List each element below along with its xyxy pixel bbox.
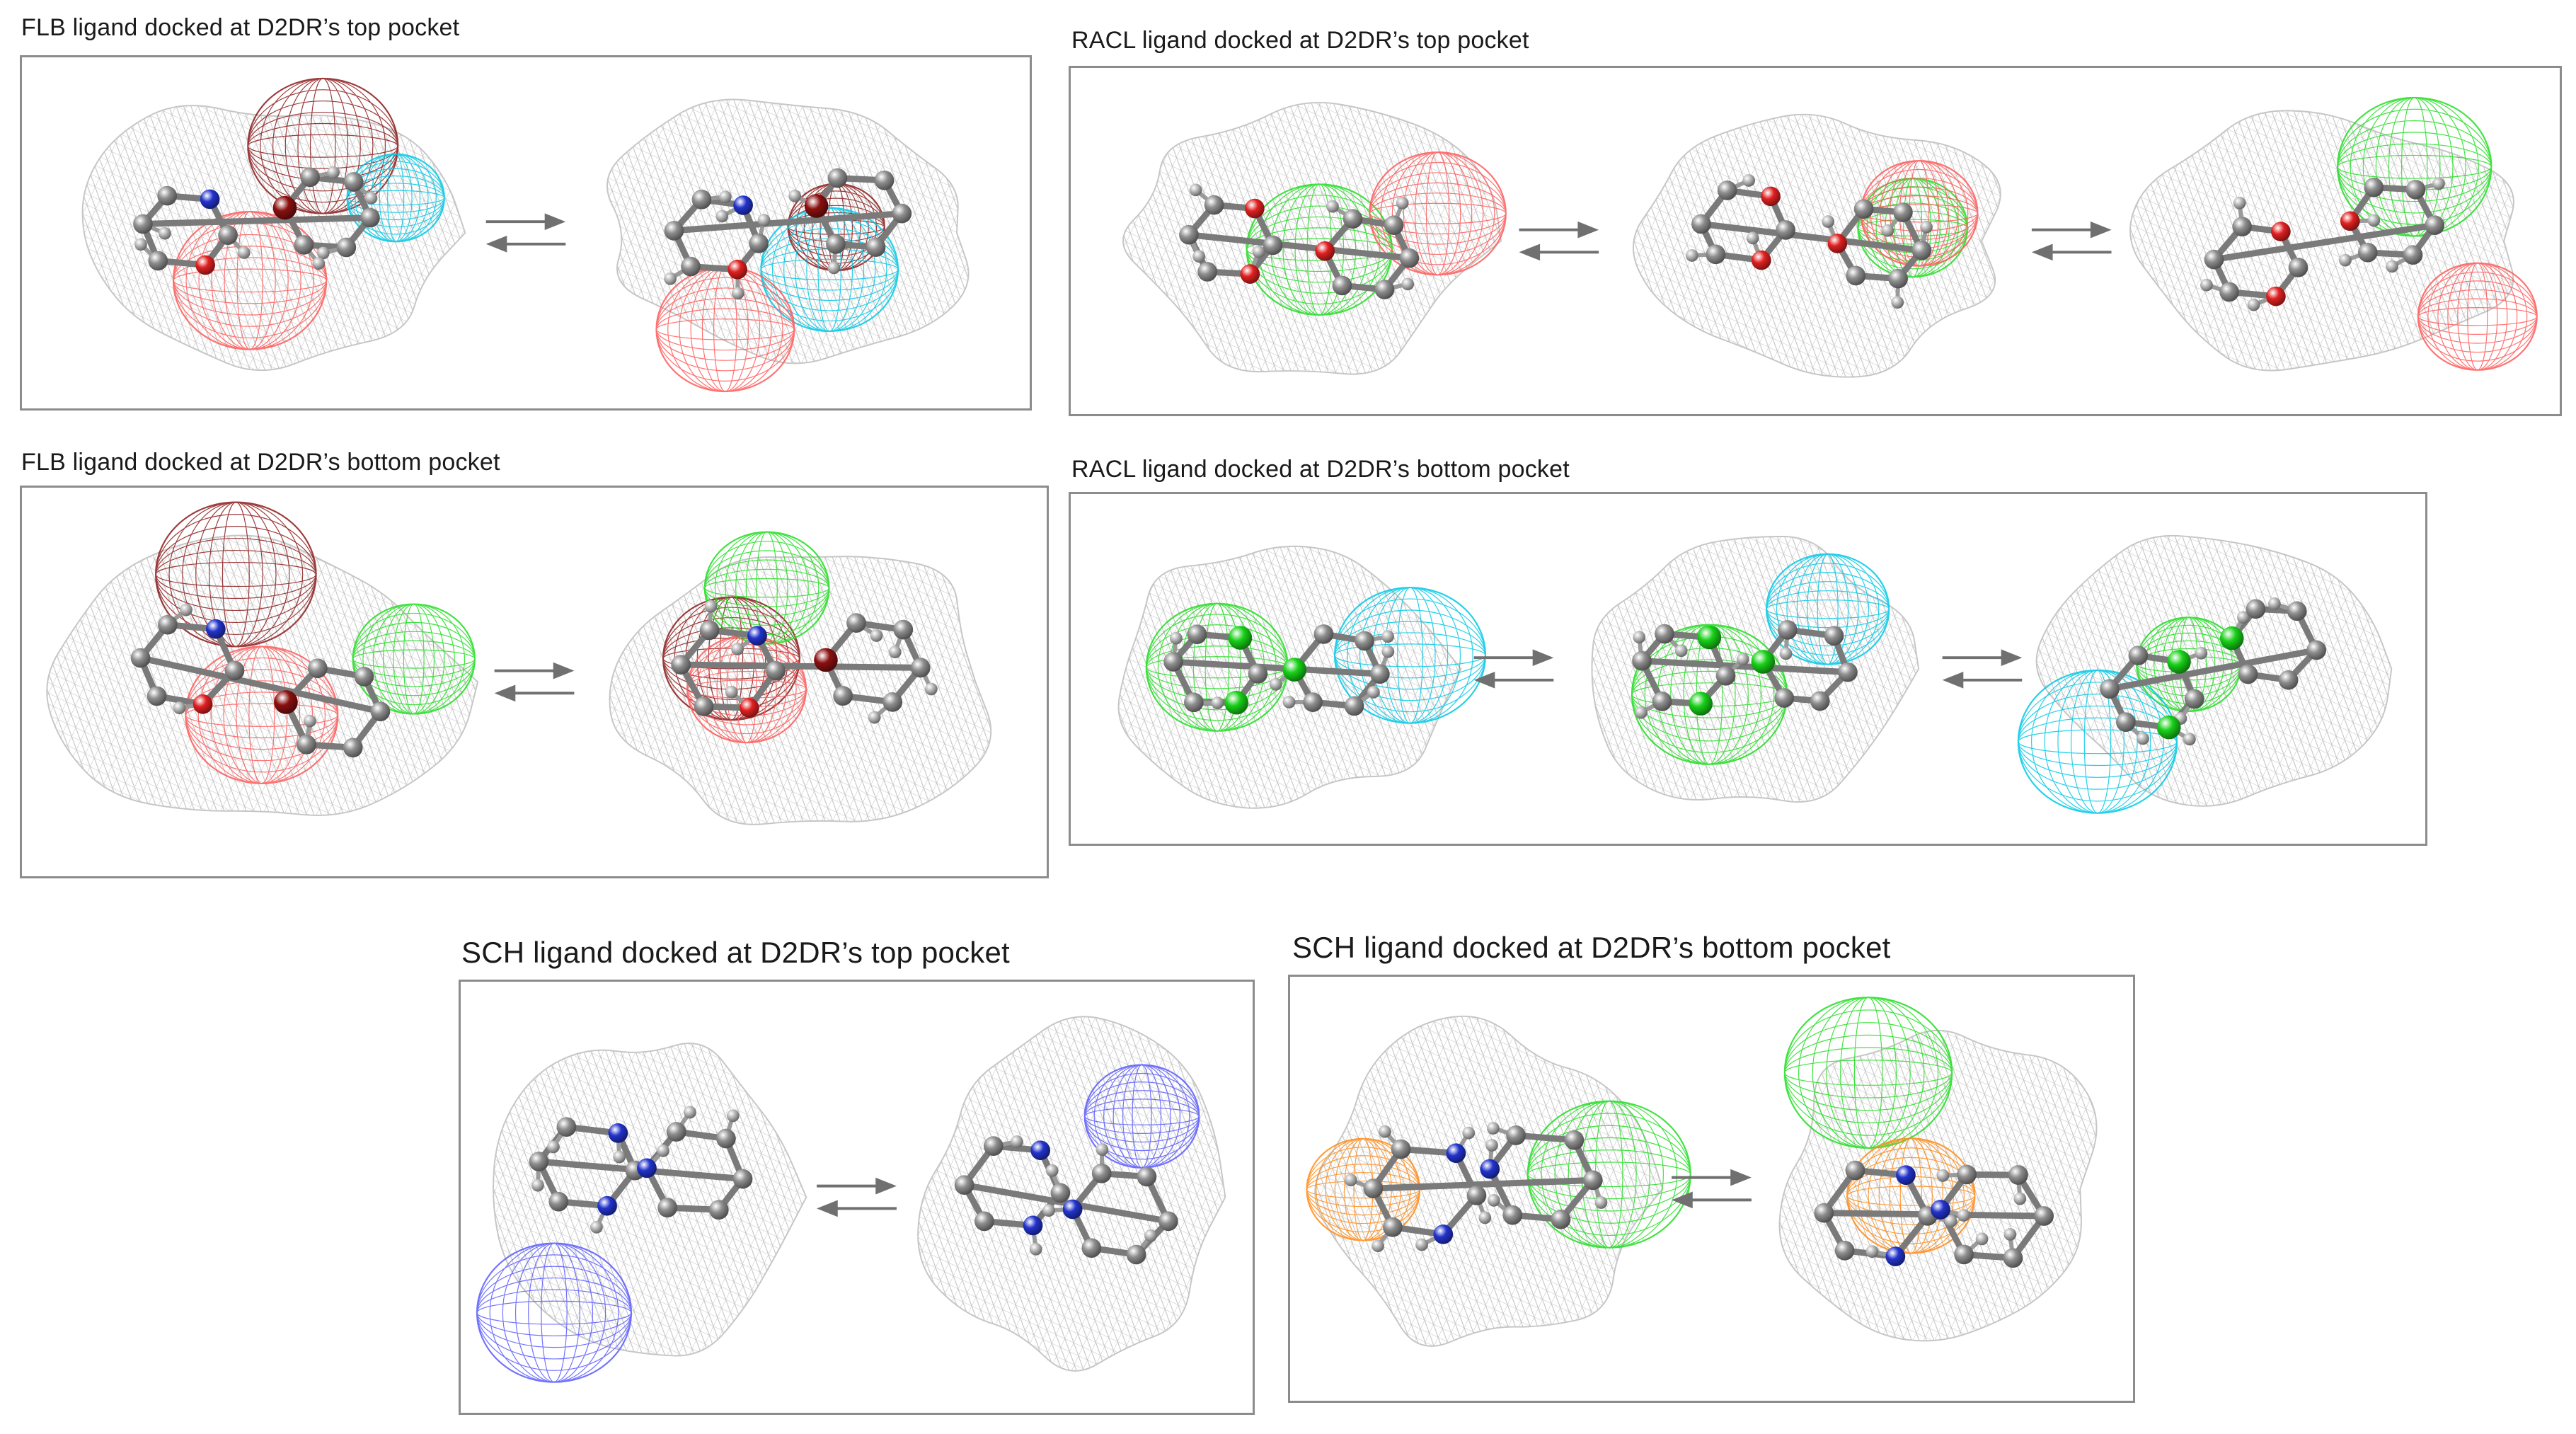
molecule-render-sch-top <box>476 1016 1226 1383</box>
molecule-render-racl-top <box>1122 96 2538 378</box>
equilibrium-arrows <box>1942 649 2023 689</box>
mesh-surface <box>1122 101 1507 375</box>
panel-title-sch-top: SCH ligand docked at D2DR’s top pocket <box>461 936 1010 969</box>
mesh-surface <box>606 98 970 393</box>
panel-title-sch-bottom: SCH ligand docked at D2DR’s bottom pocke… <box>1292 931 1891 964</box>
panel-title-flb-top: FLB ligand docked at D2DR’s top pocket <box>21 14 460 41</box>
panel-sch-top <box>459 980 1255 1415</box>
ball-and-stick-molecule <box>671 600 938 724</box>
molecule-render-flb-bottom <box>46 501 992 825</box>
mesh-surface <box>1778 997 2098 1342</box>
panel-title-racl-bottom: RACL ligand docked at D2DR’s bottom pock… <box>1071 456 1570 483</box>
panel-title-flb-bottom: FLB ligand docked at D2DR’s bottom pocke… <box>21 449 500 476</box>
mesh-surface <box>81 77 466 372</box>
molecule-render-racl-bottom <box>1117 534 2393 814</box>
mesh-surface <box>46 501 479 816</box>
mesh-surface <box>917 1016 1226 1372</box>
molecule-render-flb-top <box>81 77 970 393</box>
molecule-render-sch-bottom <box>1306 997 2098 1347</box>
ball-and-stick-molecule <box>664 168 912 300</box>
panel-racl-bottom <box>1069 492 2427 846</box>
mesh-surface <box>2017 534 2393 814</box>
ball-and-stick-molecule <box>1163 624 1395 716</box>
panel-racl-top <box>1069 66 2562 416</box>
ball-and-stick-molecule <box>954 1135 1178 1265</box>
equilibrium-arrows <box>1473 649 1554 689</box>
panel-flb-top <box>20 55 1032 411</box>
ball-and-stick-molecule <box>1814 1160 2054 1268</box>
ball-and-stick-molecule <box>1632 620 1858 719</box>
ball-and-stick-molecule <box>2200 177 2445 311</box>
equilibrium-arrows <box>485 213 566 253</box>
mesh-surface <box>609 531 992 825</box>
panel-title-racl-top: RACL ligand docked at D2DR’s top pocket <box>1071 27 1529 54</box>
equilibrium-arrows <box>1672 1169 1752 1209</box>
mesh-surface <box>476 1043 807 1383</box>
panel-flb-bottom <box>20 486 1049 878</box>
ball-and-stick-molecule <box>1179 183 1420 299</box>
ball-and-stick-molecule <box>1685 174 1933 309</box>
equilibrium-arrows <box>2031 221 2112 261</box>
equilibrium-arrows <box>817 1177 897 1217</box>
mesh-surface <box>2129 96 2538 372</box>
equilibrium-arrows <box>494 662 575 702</box>
ball-and-stick-molecule <box>1344 1122 1608 1253</box>
ball-and-stick-molecule <box>133 166 380 275</box>
ball-and-stick-molecule <box>2100 597 2327 746</box>
mesh-surface <box>1632 113 2001 378</box>
ball-and-stick-molecule <box>529 1106 753 1234</box>
panel-sch-bottom <box>1288 975 2135 1403</box>
ball-and-stick-molecule <box>130 603 391 758</box>
equilibrium-arrows <box>1519 221 1599 261</box>
